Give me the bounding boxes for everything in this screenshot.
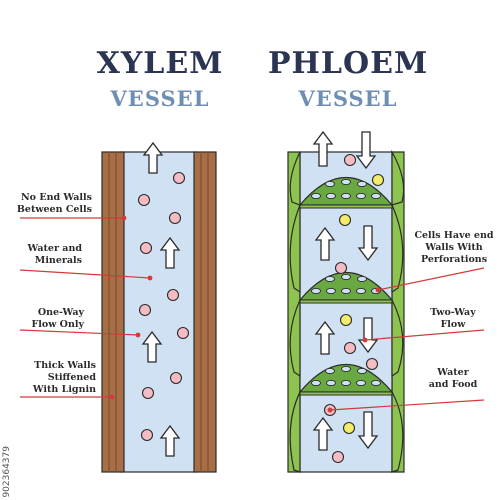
phloem-arrows <box>312 130 379 451</box>
up-arrow-icon <box>314 320 336 355</box>
label-no-end-walls: No End Walls Between Cells <box>16 192 92 215</box>
label-water-minerals: Water and Minerals <box>27 243 82 266</box>
label-water-food: Water and Food <box>428 367 478 390</box>
down-arrow-icon <box>357 411 379 450</box>
up-arrow-icon <box>142 141 164 174</box>
up-arrow-icon <box>312 416 334 451</box>
up-arrow-icon <box>159 424 181 457</box>
xylem-vessel <box>101 141 217 473</box>
xylem-title: XYLEM <box>96 46 224 81</box>
sieve-plate <box>298 271 394 301</box>
stock-id: 902364379 <box>2 446 12 498</box>
phloem-vessel <box>287 130 405 473</box>
label-one-way-flow: One-Way Flow Only <box>31 307 85 330</box>
down-arrow-icon <box>357 317 379 354</box>
xylem-right-wall <box>193 151 217 473</box>
sieve-plate <box>298 363 394 393</box>
up-arrow-icon <box>159 236 181 269</box>
xylem-particles <box>137 171 190 442</box>
sieve-plates <box>298 176 394 396</box>
pointer-lines <box>19 215 485 413</box>
up-arrow-icon <box>314 226 336 261</box>
xylem-up-arrows <box>141 141 181 457</box>
perforations <box>311 178 381 387</box>
label-two-way-flow: Two-Way Flow <box>430 307 476 330</box>
xylem-subtitle: VESSEL <box>110 86 210 111</box>
down-arrow-icon <box>355 131 377 170</box>
down-arrow-icon <box>357 225 379 262</box>
label-thick-walls: Thick Walls Stiffened With Lignin <box>32 360 96 395</box>
label-cells-end-walls: Cells Have end Walls With Perforations <box>414 230 494 265</box>
phloem-title: PHLOEM <box>268 46 429 81</box>
sieve-plate <box>298 176 394 206</box>
phloem-cell-walls <box>289 149 405 473</box>
xylem-left-wall <box>101 151 125 473</box>
phloem-subtitle: VESSEL <box>298 86 398 111</box>
up-arrow-icon <box>312 130 334 167</box>
up-arrow-icon <box>141 330 163 363</box>
xylem-lumen <box>119 151 197 473</box>
